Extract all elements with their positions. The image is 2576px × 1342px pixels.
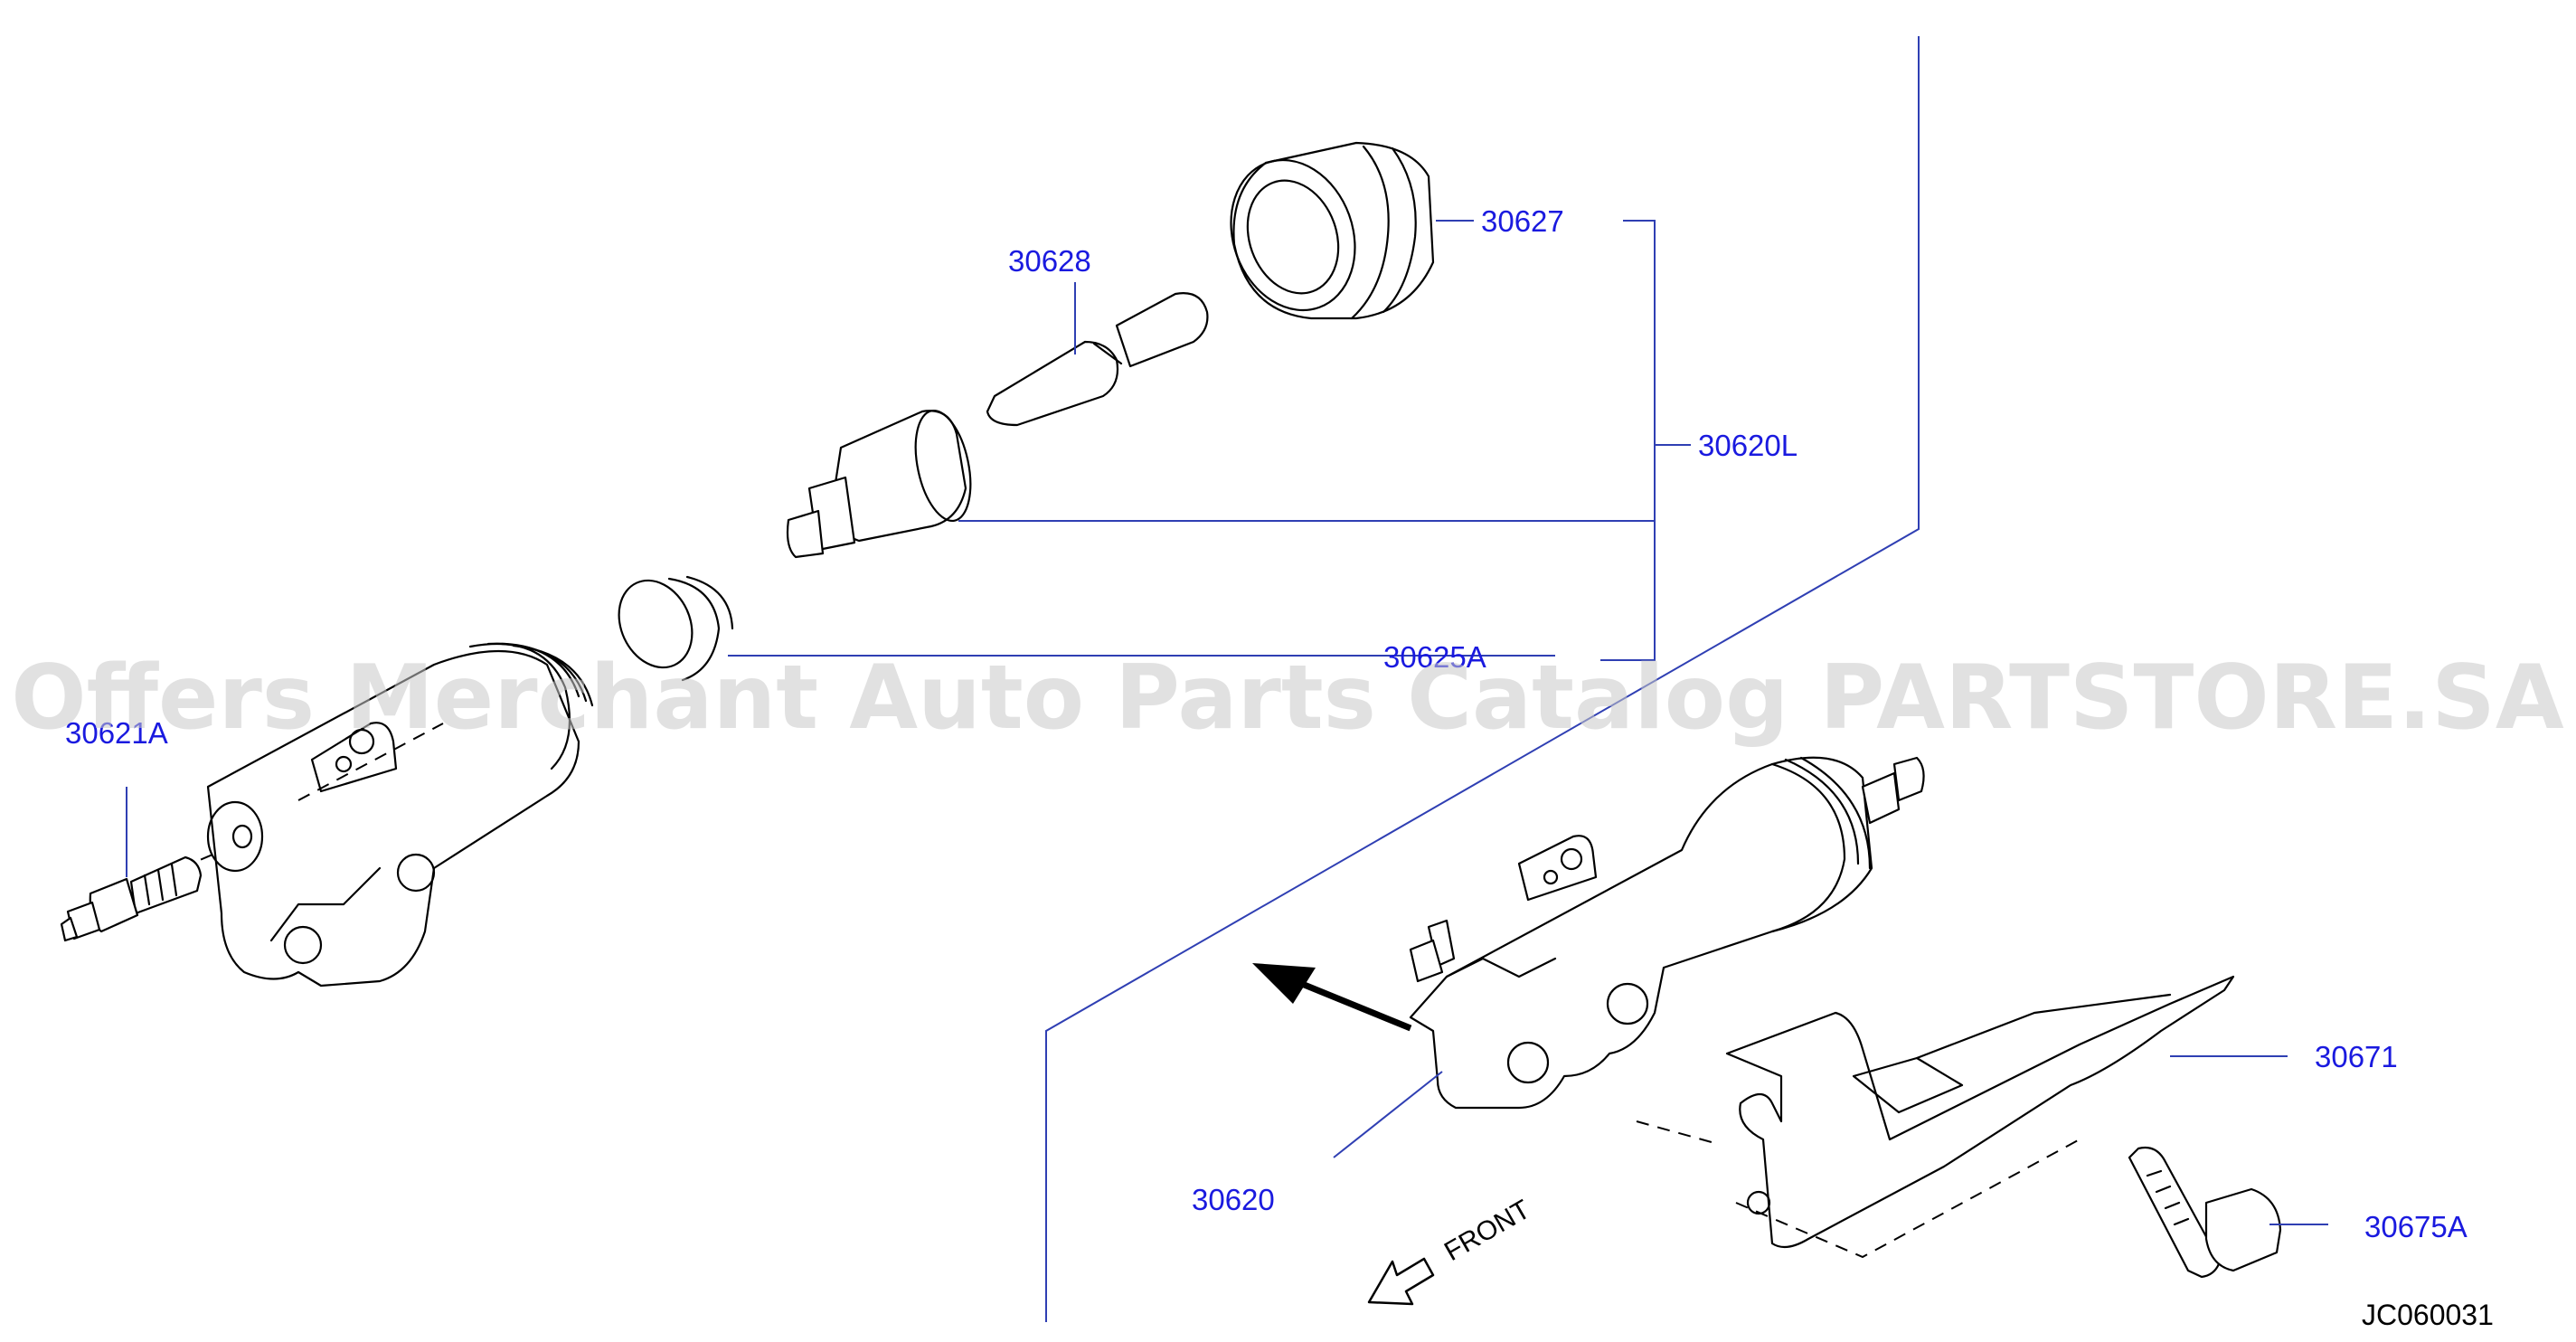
- diagram-code: JC060031: [2362, 1299, 2494, 1331]
- dust-boot-30627[interactable]: [1211, 141, 1435, 328]
- push-rod-30628[interactable]: [986, 292, 1209, 427]
- label-30625A[interactable]: 30625A: [1383, 640, 1486, 674]
- part-labels: 30627 30628 30620L 30625A 30621A 30671 3…: [65, 204, 2467, 1243]
- front-label: FRONT: [1439, 1195, 1535, 1267]
- watermark: Offers Merchant Auto Parts Catalog PARTS…: [11, 647, 2564, 750]
- bleeder-screw-30621A[interactable]: [60, 855, 203, 942]
- label-30671[interactable]: 30671: [2315, 1040, 2398, 1073]
- front-indicator: FRONT: [1367, 1195, 1535, 1306]
- label-30627[interactable]: 30627: [1481, 204, 1564, 238]
- leader-lines: [126, 220, 2328, 1225]
- operating-cylinder-30620[interactable]: [1409, 756, 1925, 1110]
- bracket-30671[interactable]: [1636, 975, 2235, 1259]
- bolt-30675A[interactable]: [2128, 1146, 2282, 1279]
- cylinder-body-exploded[interactable]: [180, 642, 594, 988]
- section-divider-line: [1045, 36, 1920, 1322]
- label-30620L[interactable]: 30620L: [1698, 429, 1798, 462]
- direction-arrow: [1252, 963, 1412, 1032]
- seal-ring-30625A[interactable]: [605, 569, 734, 682]
- label-30628[interactable]: 30628: [1008, 244, 1091, 278]
- label-30620[interactable]: 30620: [1192, 1183, 1275, 1216]
- piston-30620L[interactable]: [786, 406, 979, 559]
- label-30621A[interactable]: 30621A: [65, 716, 168, 750]
- label-30675A[interactable]: 30675A: [2364, 1210, 2467, 1243]
